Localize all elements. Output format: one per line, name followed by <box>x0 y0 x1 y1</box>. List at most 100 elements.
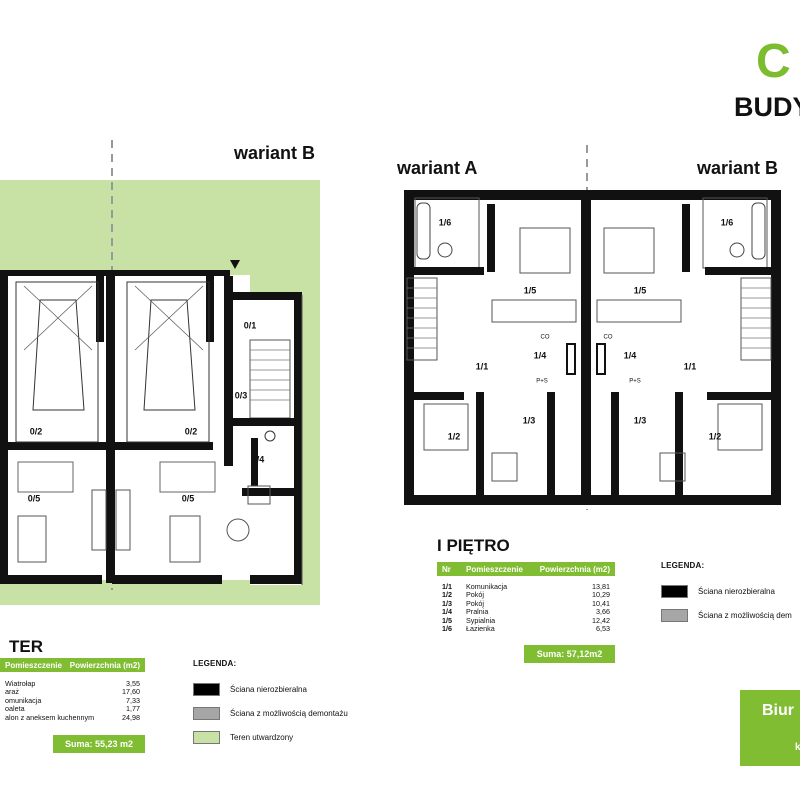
permanent-wall <box>232 292 302 300</box>
room-area: 3,66 <box>596 607 610 617</box>
permanent-wall <box>112 575 222 584</box>
sink-icon <box>437 242 453 258</box>
contact-box: Biur k <box>740 690 800 766</box>
side-entry-interior-area <box>250 295 302 585</box>
desk-chair <box>491 452 518 482</box>
ground-floor-legend: Ściana nierozbieralna Ściana z możliwośc… <box>193 680 348 746</box>
sofa <box>169 515 201 563</box>
legend-row: Teren utwardzony <box>193 728 348 746</box>
interior-wall <box>233 418 294 426</box>
legend-row: Ściana nierozbieralna <box>193 680 348 698</box>
removable-wall-area <box>491 299 577 323</box>
first-floor-sum: Suma: 57,12m2 <box>524 645 615 663</box>
ground-floor-sum: Suma: 55,23 m2 <box>53 735 145 753</box>
stairs-lines <box>741 287 771 349</box>
stairs-lines <box>407 287 437 349</box>
interior-wall <box>476 392 484 496</box>
room-label: 0/1 <box>244 320 257 330</box>
garage-space <box>126 281 210 443</box>
table-row: alon z aneksem kuchennym 24,98 <box>0 713 145 722</box>
laundry-divider <box>566 343 576 375</box>
permanent-wall <box>404 190 781 200</box>
interior-wall <box>414 267 484 275</box>
stairs-lines <box>250 349 290 401</box>
room-number: 1/3 <box>442 598 452 608</box>
brand-logo-letter: C <box>756 38 791 88</box>
contact-title: Biur <box>762 702 794 719</box>
kitchen-counter <box>115 489 131 551</box>
laundry-divider <box>596 343 606 375</box>
room-area: 12,42 <box>592 615 610 625</box>
room-number: 1/5 <box>442 615 452 625</box>
car-icon <box>143 299 196 411</box>
armchair <box>247 485 271 505</box>
room-area: 13,81 <box>592 581 610 591</box>
room-label: 1/4 <box>624 350 637 360</box>
table-header-name: Pomieszczenie <box>5 660 62 670</box>
room-label: 1/6 <box>439 217 452 227</box>
paved-area-swatch <box>193 730 220 744</box>
room-area: 24,98 <box>122 712 140 722</box>
first-floor-legend-title: LEGENDA: <box>661 561 705 570</box>
permanent-wall <box>404 190 414 505</box>
permanent-wall <box>294 292 302 584</box>
room-label: 0/3 <box>235 390 248 400</box>
dining-table <box>17 461 74 493</box>
interior-wall <box>611 392 619 496</box>
toilet-wall <box>242 488 294 496</box>
room-area: 6,53 <box>596 624 610 634</box>
removable-wall-area <box>596 299 682 323</box>
party-wall <box>106 276 115 583</box>
first-floor-variant-b-title: wariant B <box>697 158 779 178</box>
permanent-wall <box>0 276 8 583</box>
room-number: 1/2 <box>442 590 452 600</box>
contact-small-text: k <box>795 742 800 753</box>
garage-wall <box>96 276 104 342</box>
interior-wall <box>675 392 683 496</box>
sofa <box>17 515 47 563</box>
bed <box>717 403 763 451</box>
room-number: 1/6 <box>442 624 452 634</box>
room-name: araż <box>5 687 19 697</box>
room-name: Pralnia <box>466 607 489 617</box>
room-label: 1/3 <box>634 415 647 425</box>
small-plan-label: P+S <box>536 379 548 385</box>
room-label: 1/2 <box>448 431 461 441</box>
room-name: Pokój <box>466 598 484 608</box>
table-header-area: Powierzchnia (m2) <box>69 660 140 670</box>
first-floor-title: I PIĘTRO <box>437 536 510 555</box>
ground-floor-variant-title: wariant B <box>234 143 316 163</box>
room-label: 0/2 <box>185 426 198 436</box>
room-label: 0/2 <box>30 426 43 436</box>
room-name: alon z aneksem kuchennym <box>5 712 95 722</box>
dining-table <box>159 461 216 493</box>
room-name: Pokój <box>466 590 484 600</box>
kitchen-counter <box>91 489 107 551</box>
first-floor-variant-a-title: wariant A <box>397 158 478 178</box>
brand-title: BUDY <box>734 92 800 122</box>
permanent-wall <box>250 575 302 584</box>
table-header-area: Powierzchnia (m2) <box>539 564 610 574</box>
room-label: 1/1 <box>684 361 697 371</box>
car-icon <box>32 299 85 411</box>
permanent-wall <box>0 270 230 276</box>
permanent-wall <box>771 190 781 505</box>
legend-label: Ściana nierozbieralna <box>698 586 775 596</box>
legend-row: Ściana z możliwością demontażu <box>193 704 348 722</box>
room-name: omunikacja <box>5 695 42 705</box>
interior-wall <box>682 204 690 272</box>
room-name: Sypialnia <box>466 615 496 625</box>
room-label: 1/6 <box>721 217 734 227</box>
ground-floor-area-table: Pomieszczenie Powierzchnia (m2) Wiatroła… <box>0 658 145 722</box>
room-label: 1/5 <box>634 285 647 295</box>
table-header: Nr Pomieszczenie Powierzchnia (m2) <box>437 562 615 576</box>
